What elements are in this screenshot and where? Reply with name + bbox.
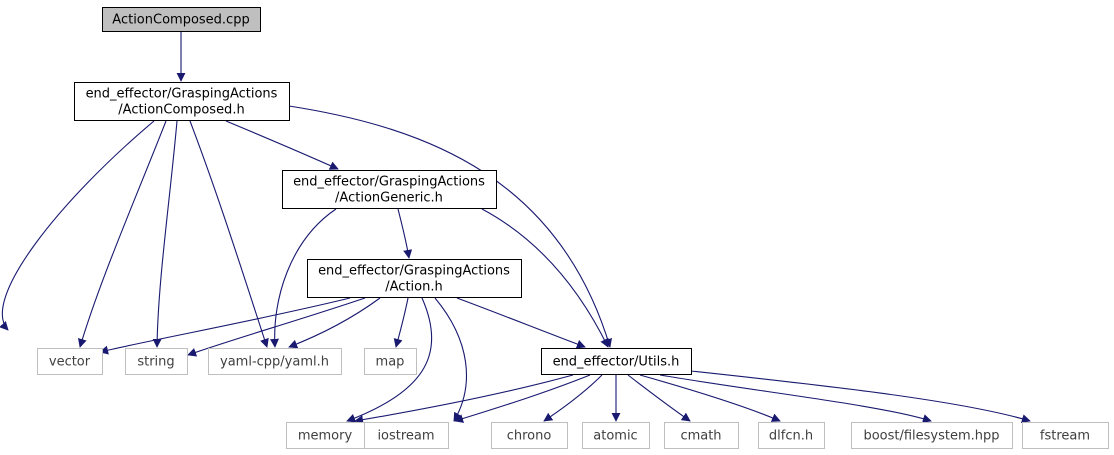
edge-utils_h-to-cmath: [627, 374, 691, 422]
edge-utils_h-to-dlfcn: [639, 374, 781, 422]
node-label: yaml-cpp/yaml.h: [220, 355, 329, 370]
node-action-generic-h[interactable]: end_effector/GraspingActions/ActionGener…: [282, 170, 497, 209]
edge-action_h-to-memory: [346, 297, 433, 423]
edge-action_composed_h-to-utils_h: [288, 105, 612, 348]
node-iostream: iostream: [364, 422, 449, 449]
node-label: end_effector/GraspingActions: [318, 264, 510, 279]
node-utils-h[interactable]: end_effector/Utils.h: [541, 348, 692, 375]
node-fstream: fstream: [1022, 422, 1109, 449]
edge-utils_h-to-chrono: [543, 374, 603, 422]
edge-utils_h-to-boost_fs: [659, 374, 932, 423]
node-box: [541, 348, 692, 375]
node-box: [364, 422, 449, 449]
node-box: [282, 170, 497, 209]
node-dlfcn: dlfcn.h: [758, 422, 825, 449]
node-yaml-cpp: yaml-cpp/yaml.h: [208, 348, 342, 375]
node-box: [37, 348, 103, 375]
node-atomic: atomic: [582, 422, 650, 449]
node-label: end_effector/GraspingActions: [86, 87, 278, 102]
node-label: chrono: [507, 429, 552, 444]
node-box: [582, 422, 650, 449]
node-label: atomic: [593, 429, 637, 444]
node-box: [102, 7, 261, 32]
node-label: map: [376, 355, 405, 370]
edge-utils_h-to-iostream: [454, 374, 591, 423]
node-cmath: cmath: [664, 422, 739, 449]
node-box: [851, 422, 1013, 449]
node-label: dlfcn.h: [769, 429, 813, 444]
edge-action_h-to-string: [187, 297, 366, 357]
node-box: [1022, 422, 1109, 449]
edge-action_generic_h-to-yaml_cpp: [269, 208, 337, 348]
edge-action_composed_h-to-action_generic_h: [225, 120, 339, 170]
node-label: boost/filesystem.hpp: [863, 429, 999, 444]
node-box: [307, 259, 522, 298]
edge-action_h-to-vector: [99, 297, 351, 355]
node-box: [758, 422, 825, 449]
node-action-composed-cpp[interactable]: ActionComposed.cpp: [102, 7, 261, 32]
node-box: [125, 348, 188, 375]
node-label: iostream: [377, 429, 434, 444]
node-label: /Action.h: [385, 280, 442, 295]
edges-layer: [0, 30, 1031, 425]
node-box: [664, 422, 739, 449]
edge-action_generic_h-to-action_h: [397, 208, 413, 259]
node-label: string: [137, 355, 174, 370]
node-box: [286, 422, 365, 449]
node-memory: memory: [286, 422, 365, 449]
node-map: map: [364, 348, 417, 375]
edge-action_h-to-yaml_cpp: [288, 297, 381, 349]
node-label: /ActionGeneric.h: [335, 191, 443, 206]
edge-utils_h-to-memory: [354, 374, 574, 425]
edge-utils_h-to-fstream: [690, 370, 1031, 423]
edge-action_h-to-map: [393, 297, 409, 348]
node-vector: vector: [37, 348, 103, 375]
node-label: end_effector/Utils.h: [553, 355, 680, 370]
edge-action_composed_h-to-string: [152, 120, 178, 348]
node-chrono: chrono: [491, 422, 568, 449]
edge-action_composed_h-to-yaml_cpp: [189, 120, 269, 348]
edge-action_generic_h-to-utils_h: [481, 208, 609, 348]
node-label: fstream: [1040, 429, 1090, 444]
edge-action_h-to-utils_h: [456, 297, 586, 349]
node-action-h[interactable]: end_effector/GraspingActions/Action.h: [307, 259, 522, 298]
node-label: /ActionComposed.h: [118, 103, 244, 118]
node-box: [74, 82, 290, 121]
edge-action_composed_h-to-memory: [0, 120, 155, 331]
node-box: [364, 348, 417, 375]
edge-action_composed_h-to-vector: [78, 120, 167, 348]
node-label: memory: [298, 429, 353, 444]
node-box: [208, 348, 342, 375]
node-boost-fs: boost/filesystem.hpp: [851, 422, 1013, 449]
node-box: [491, 422, 568, 449]
node-label: ActionComposed.cpp: [112, 13, 249, 28]
node-label: cmath: [680, 429, 721, 444]
edge-action_h-to-iostream: [434, 297, 467, 422]
node-label: vector: [49, 355, 91, 370]
node-action-composed-h[interactable]: end_effector/GraspingActions/ActionCompo…: [74, 82, 290, 121]
node-string: string: [125, 348, 188, 375]
nodes-layer: ActionComposed.cpp end_effector/GraspingA…: [37, 7, 1109, 449]
node-label: end_effector/GraspingActions: [293, 175, 485, 190]
